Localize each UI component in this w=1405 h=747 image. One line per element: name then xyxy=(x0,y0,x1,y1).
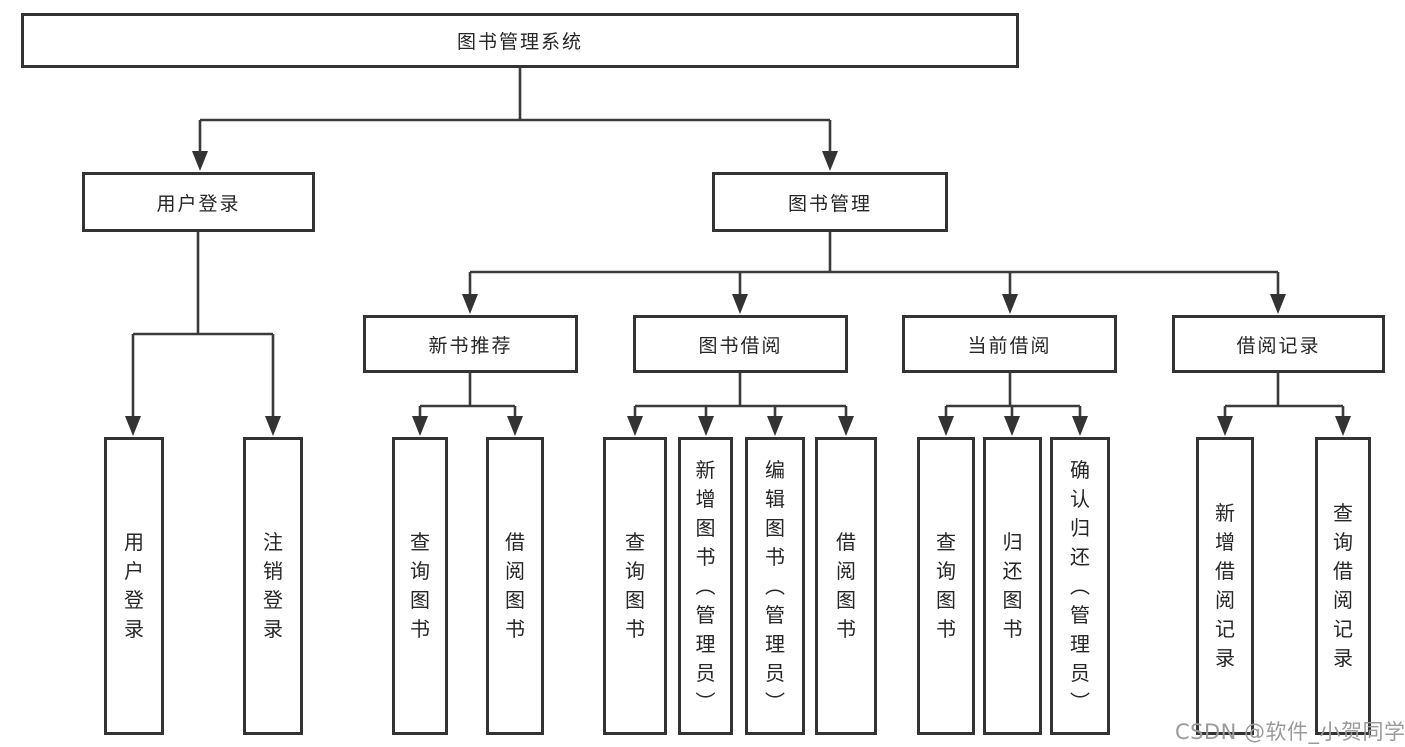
node-label: 借阅图书 xyxy=(836,530,856,641)
node-borrow-records: 借阅记录 xyxy=(1172,315,1385,373)
leaf-borrow-books-2: 借阅图书 xyxy=(815,437,877,735)
leaf-query-borrow-record: 查询借阅记录 xyxy=(1315,437,1371,735)
arrowhead xyxy=(125,416,141,436)
node-label: 图书借阅 xyxy=(698,334,783,357)
watermark: CSDN @软件_小贺同学 xyxy=(1175,720,1405,744)
arrowhead xyxy=(1004,416,1020,436)
node-label: 查询图书 xyxy=(410,530,430,641)
node-label: 确认归还︵管理员︶ xyxy=(1070,457,1090,714)
leaf-query-books-2: 查询图书 xyxy=(603,437,667,735)
node-label: 查询借阅记录 xyxy=(1333,501,1353,670)
arrowhead xyxy=(698,416,714,436)
node-label: 查询图书 xyxy=(936,530,956,641)
arrowhead xyxy=(507,416,523,436)
node-label: 图书管理 xyxy=(787,192,872,215)
arrowhead xyxy=(462,294,478,314)
arrowhead xyxy=(767,416,783,436)
node-label: 借阅记录 xyxy=(1236,334,1321,357)
arrowhead xyxy=(265,416,281,436)
arrowhead xyxy=(1002,294,1018,314)
node-label: 新增图书︵管理员︶ xyxy=(695,457,716,714)
node-label: 归还图书 xyxy=(1002,530,1023,641)
arrowhead xyxy=(732,294,748,314)
node-book-management-system: 图书管理系统 xyxy=(21,13,1019,68)
node-current-borrowing: 当前借阅 xyxy=(902,315,1117,373)
node-label: 用户登录 xyxy=(156,192,241,215)
node-label: 注销登录 xyxy=(263,530,283,641)
node-new-book-recommend: 新书推荐 xyxy=(363,315,578,373)
node-user-login: 用户登录 xyxy=(82,172,315,232)
leaf-edit-books-admin: 编辑图书︵管理员︶ xyxy=(745,437,805,735)
arrowhead xyxy=(822,151,838,171)
leaf-query-books-1: 查询图书 xyxy=(392,437,448,735)
connector-path xyxy=(131,66,1345,416)
arrowhead xyxy=(1335,416,1351,436)
leaf-return-books: 归还图书 xyxy=(983,437,1042,735)
node-label: 新书推荐 xyxy=(428,334,513,357)
node-book-management: 图书管理 xyxy=(712,172,948,232)
arrowhead xyxy=(838,416,854,436)
node-label: 借阅图书 xyxy=(505,530,525,641)
node-label: 编辑图书︵管理员︶ xyxy=(765,457,785,714)
leaf-borrow-books-1: 借阅图书 xyxy=(486,437,544,735)
leaf-user-login: 用户登录 xyxy=(104,437,164,735)
leaf-logout: 注销登录 xyxy=(243,437,303,735)
node-label: 查询图书 xyxy=(625,530,645,641)
leaf-confirm-return-admin: 确认归还︵管理员︶ xyxy=(1050,437,1110,735)
leaf-query-books-3: 查询图书 xyxy=(917,437,975,735)
arrowhead xyxy=(192,151,208,171)
node-label: 用户登录 xyxy=(124,530,144,641)
node-label: 图书管理系统 xyxy=(456,31,583,53)
node-label: 新增借阅记录 xyxy=(1215,501,1235,670)
leaf-add-books-admin: 新增图书︵管理员︶ xyxy=(678,437,733,735)
arrowhead xyxy=(1270,294,1286,314)
node-book-borrowing: 图书借阅 xyxy=(633,315,848,373)
arrowhead xyxy=(1217,416,1233,436)
node-label: 当前借阅 xyxy=(967,334,1052,357)
arrowhead xyxy=(1072,416,1088,436)
leaf-add-borrow-record: 新增借阅记录 xyxy=(1196,437,1254,735)
arrowhead xyxy=(627,416,643,436)
arrowhead xyxy=(412,416,428,436)
arrowhead xyxy=(938,416,954,436)
